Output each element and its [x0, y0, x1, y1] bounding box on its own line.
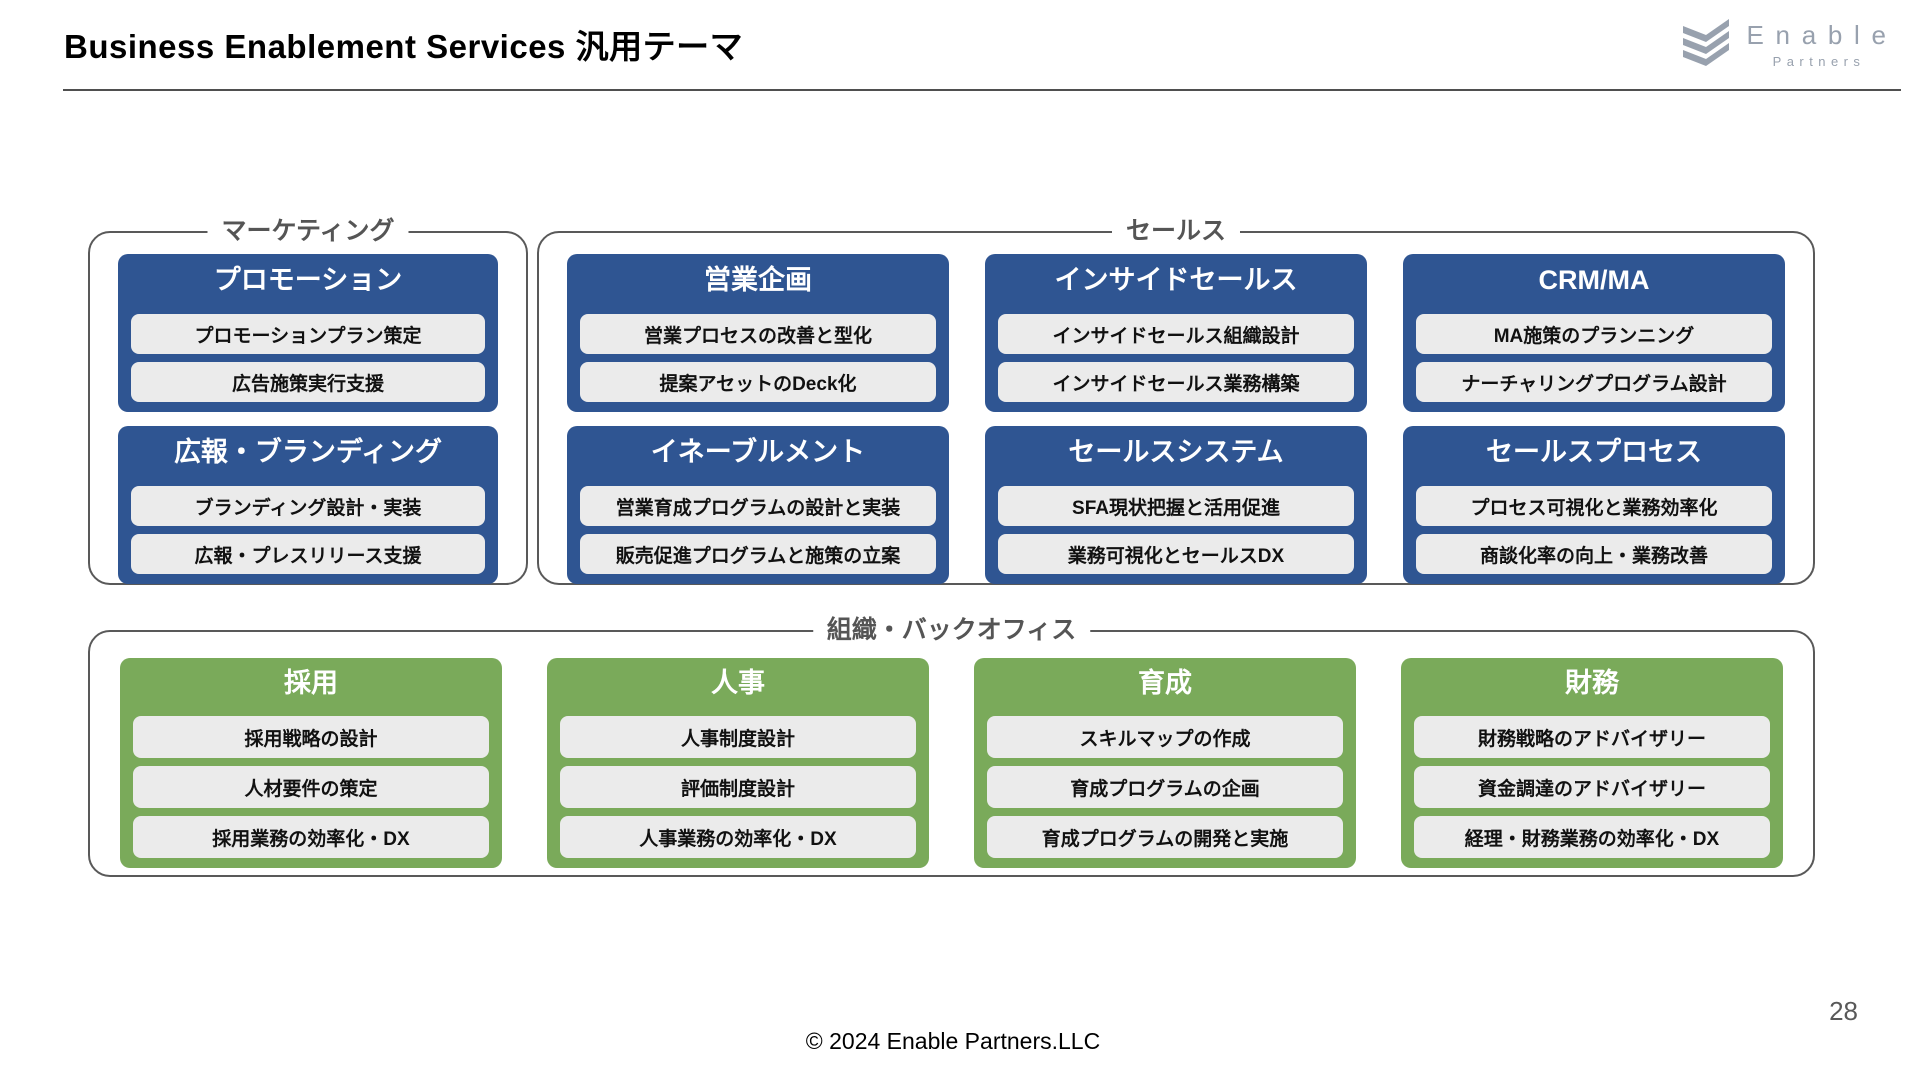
group-marketing: マーケティング プロモーション プロモーションプラン策定 広告施策実行支援 広報…	[88, 215, 528, 585]
card-item: 経理・財務業務の効率化・DX	[1414, 816, 1770, 858]
title-divider	[63, 89, 1901, 91]
card-item: 営業育成プログラムの設計と実装	[580, 486, 936, 526]
page-title: Business Enablement Services 汎用テーマ	[64, 28, 744, 65]
card-title: 財務	[1565, 668, 1619, 698]
group-backoffice-body: 採用 採用戦略の設計 人材要件の策定 採用業務の効率化・DX 人事 人事制度設計…	[90, 632, 1813, 868]
card-item: 販売促進プログラムと施策の立案	[580, 534, 936, 574]
group-backoffice-label: 組織・バックオフィス	[812, 614, 1091, 647]
card-title: 採用	[284, 668, 338, 698]
card-title: 営業企画	[704, 265, 812, 295]
card-sales-process: セールスプロセス プロセス可視化と業務効率化 商談化率の向上・業務改善	[1403, 426, 1785, 584]
card-item: プロセス可視化と業務効率化	[1416, 486, 1772, 526]
card-item: 商談化率の向上・業務改善	[1416, 534, 1772, 574]
card-item: 評価制度設計	[560, 766, 916, 808]
card-sales-planning: 営業企画 営業プロセスの改善と型化 提案アセットのDeck化	[567, 254, 949, 412]
card-title: イネーブルメント	[650, 437, 866, 467]
logo-name: Enable	[1746, 20, 1898, 50]
group-sales: セールス 営業企画 営業プロセスの改善と型化 提案アセットのDeck化 インサイ…	[537, 215, 1815, 585]
group-sales-label: セールス	[1111, 215, 1241, 248]
card-training: 育成 スキルマップの作成 育成プログラムの企画 育成プログラムの開発と実施	[974, 658, 1356, 868]
card-inside-sales: インサイドセールス インサイドセールス組織設計 インサイドセールス業務構築	[985, 254, 1367, 412]
card-item: 育成プログラムの開発と実施	[987, 816, 1343, 858]
card-title: プロモーション	[213, 265, 403, 295]
card-crm-ma: CRM/MA MA施策のプランニング ナーチャリングプログラム設計	[1403, 254, 1785, 412]
card-item: MA施策のプランニング	[1416, 314, 1772, 354]
copyright-text: © 2024 Enable Partners.LLC	[805, 1028, 1101, 1054]
triple-chevron-icon	[1679, 16, 1733, 73]
card-item: 資金調達のアドバイザリー	[1414, 766, 1770, 808]
card-item: 採用戦略の設計	[133, 716, 489, 758]
card-item: 人材要件の策定	[133, 766, 489, 808]
card-item: インサイドセールス組織設計	[998, 314, 1354, 354]
card-item: インサイドセールス業務構築	[998, 362, 1354, 402]
card-item: SFA現状把握と活用促進	[998, 486, 1354, 526]
card-item: 提案アセットのDeck化	[580, 362, 936, 402]
card-pr-branding: 広報・ブランディング ブランディング設計・実装 広報・プレスリリース支援	[118, 426, 498, 584]
card-item: 人事業務の効率化・DX	[560, 816, 916, 858]
logo-text: Enable Partners	[1747, 20, 1886, 69]
card-item: 業務可視化とセールスDX	[998, 534, 1354, 574]
card-item: ナーチャリングプログラム設計	[1416, 362, 1772, 402]
card-item: スキルマップの作成	[987, 716, 1343, 758]
card-item: 育成プログラムの企画	[987, 766, 1343, 808]
card-item: 採用業務の効率化・DX	[133, 816, 489, 858]
card-enablement: イネーブルメント 営業育成プログラムの設計と実装 販売促進プログラムと施策の立案	[567, 426, 949, 584]
card-hr: 人事 人事制度設計 評価制度設計 人事業務の効率化・DX	[547, 658, 929, 868]
card-title: インサイドセールス	[1054, 265, 1298, 295]
card-item: 営業プロセスの改善と型化	[580, 314, 936, 354]
card-item: プロモーションプラン策定	[131, 314, 485, 354]
page-number: 28	[1829, 996, 1858, 1026]
card-item: ブランディング設計・実装	[131, 486, 485, 526]
card-title: 広報・ブランディング	[173, 437, 443, 467]
card-item: 広告施策実行支援	[131, 362, 485, 402]
card-title: セールスプロセス	[1486, 437, 1702, 467]
card-finance: 財務 財務戦略のアドバイザリー 資金調達のアドバイザリー 経理・財務業務の効率化…	[1401, 658, 1783, 868]
card-item: 人事制度設計	[560, 716, 916, 758]
card-recruiting: 採用 採用戦略の設計 人材要件の策定 採用業務の効率化・DX	[120, 658, 502, 868]
card-item: 財務戦略のアドバイザリー	[1414, 716, 1770, 758]
group-sales-body: 営業企画 営業プロセスの改善と型化 提案アセットのDeck化 インサイドセールス…	[539, 233, 1813, 584]
card-item: 広報・プレスリリース支援	[131, 534, 485, 574]
enable-partners-logo: Enable Partners	[1679, 16, 1886, 73]
card-title: 人事	[711, 668, 765, 698]
logo-subtitle: Partners	[1772, 54, 1866, 69]
card-title: 育成	[1138, 668, 1192, 698]
card-sales-system: セールスシステム SFA現状把握と活用促進 業務可視化とセールスDX	[985, 426, 1367, 584]
card-promotion: プロモーション プロモーションプラン策定 広告施策実行支援	[118, 254, 498, 412]
card-title: CRM/MA	[1538, 265, 1650, 295]
card-title: セールスシステム	[1068, 437, 1284, 467]
group-backoffice: 組織・バックオフィス 採用 採用戦略の設計 人材要件の策定 採用業務の効率化・D…	[88, 614, 1815, 877]
group-marketing-label: マーケティング	[207, 215, 409, 248]
group-marketing-body: プロモーション プロモーションプラン策定 広告施策実行支援 広報・ブランディング…	[90, 233, 526, 584]
